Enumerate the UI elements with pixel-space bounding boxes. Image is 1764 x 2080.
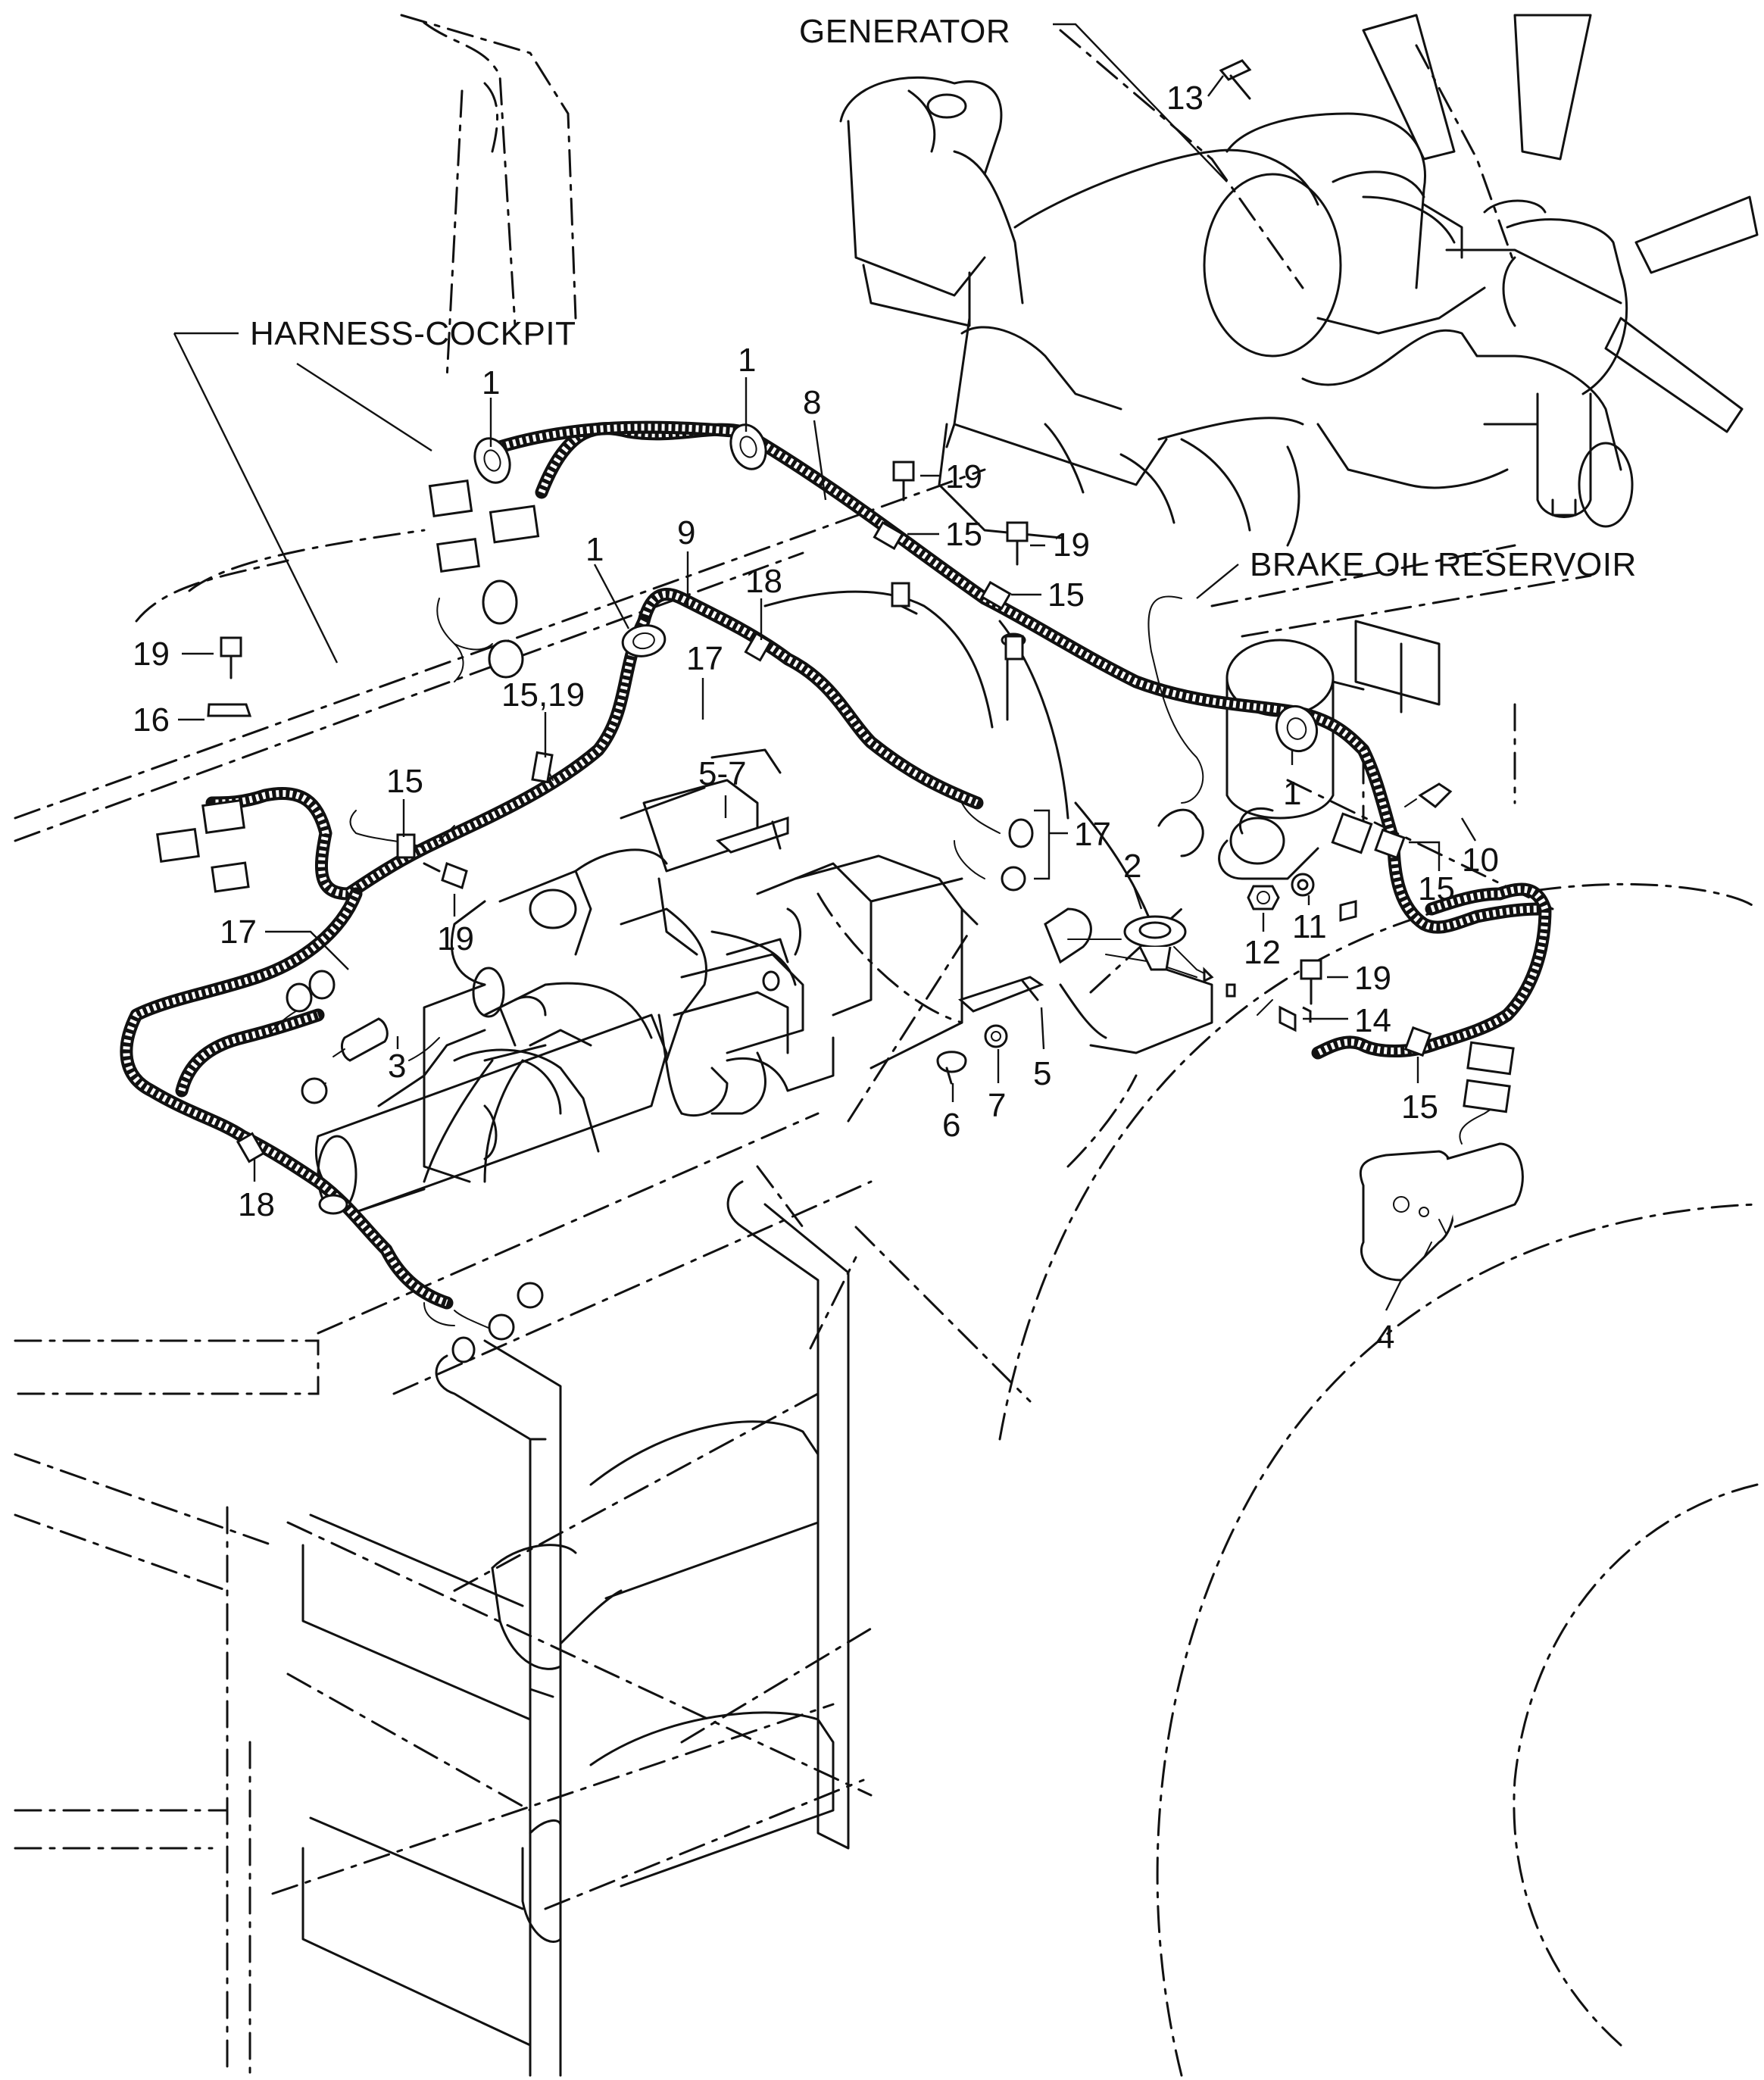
harness-clips — [236, 520, 1432, 1163]
callout-15: 15 — [386, 763, 423, 800]
callout-2: 2 — [1123, 848, 1141, 885]
callout-19: 19 — [1354, 960, 1391, 997]
grommets — [473, 423, 1318, 753]
callout-1: 1 — [1283, 775, 1301, 812]
callout-14: 14 — [1354, 1002, 1391, 1039]
harness-left-branch — [205, 614, 651, 901]
callout-19: 19 — [1053, 526, 1090, 564]
callout-3: 3 — [388, 1048, 406, 1085]
callout-11: 11 — [1292, 908, 1327, 945]
machine-body-outline — [14, 14, 1759, 2077]
harness-lower-loop — [120, 887, 454, 1310]
label-harness-cockpit: HARNESS-COCKPIT — [250, 315, 576, 352]
callout-5-7: 5-7 — [698, 755, 747, 792]
brake-oil-reservoir-area — [1157, 620, 1441, 880]
callout-15-19: 15,19 — [501, 676, 585, 714]
harness-9 — [637, 588, 984, 810]
engine-assembly — [839, 14, 1759, 547]
callout-5: 5 — [1033, 1055, 1051, 1092]
callout-19: 19 — [133, 636, 170, 673]
connectors — [156, 59, 1524, 1363]
callout-6: 6 — [942, 1107, 960, 1144]
callout-9: 9 — [677, 514, 695, 551]
harness-right-branch — [1311, 834, 1552, 1060]
callout-17: 17 — [1074, 816, 1111, 853]
callout-4: 4 — [1376, 1319, 1394, 1356]
callout-19: 19 — [437, 920, 474, 957]
bolts-19 — [207, 461, 1322, 1005]
callout-15: 15 — [945, 516, 982, 553]
callout-18: 18 — [238, 1186, 275, 1223]
callout-15: 15 — [1418, 870, 1455, 907]
label-brake-oil-reservoir: BRAKE OIL RESERVOIR — [1250, 546, 1637, 583]
callout-13: 13 — [1166, 80, 1204, 117]
text-labels: GENERATOR HARNESS-COCKPIT BRAKE OIL RESE… — [133, 13, 1637, 1356]
callout-15: 15 — [1401, 1088, 1438, 1126]
harness-routes — [120, 420, 1552, 1310]
callout-1: 1 — [482, 364, 500, 401]
callout-1: 1 — [585, 531, 604, 568]
callout-18: 18 — [745, 563, 782, 600]
harness-8 — [493, 420, 1400, 848]
callout-leaders — [173, 23, 1477, 1311]
callout-16: 16 — [133, 701, 170, 739]
callout-10: 10 — [1462, 842, 1499, 879]
transmission-assembly — [314, 582, 1213, 1213]
callout-17: 17 — [686, 640, 723, 677]
callout-1: 1 — [738, 342, 756, 379]
callout-19: 19 — [945, 458, 982, 495]
callout-15: 15 — [1047, 576, 1085, 614]
callout-8: 8 — [803, 384, 821, 421]
access-ladder-handrail — [301, 1180, 850, 2077]
callout-12: 12 — [1244, 934, 1281, 971]
label-generator: GENERATOR — [799, 13, 1010, 50]
callout-7: 7 — [988, 1087, 1006, 1124]
callout-17: 17 — [220, 914, 257, 951]
thin-wires — [272, 595, 1508, 1334]
